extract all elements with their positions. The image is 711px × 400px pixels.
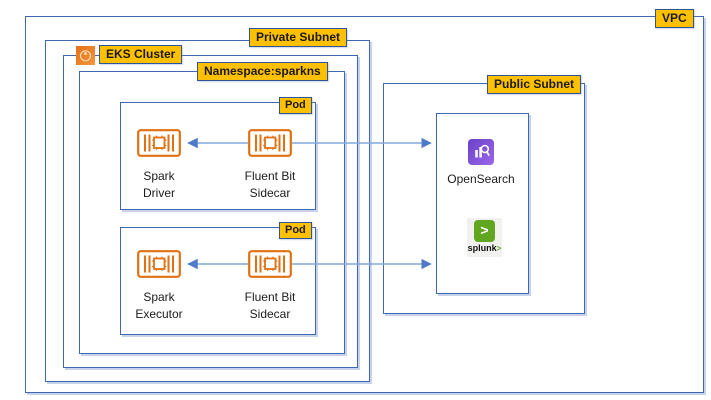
- container-icon: [248, 250, 292, 278]
- vpc-label: VPC: [655, 9, 694, 28]
- container-icon: [137, 250, 181, 278]
- eks-cluster-boundary: [63, 55, 358, 368]
- caption-line: Executor: [135, 307, 183, 321]
- pod-driver-boundary: [120, 102, 316, 210]
- opensearch-caption: OpenSearch: [436, 171, 526, 188]
- container-icon: [137, 129, 181, 157]
- caption-line: Sidecar: [249, 307, 291, 321]
- log-destinations-box: [436, 113, 529, 294]
- splunk-wordmark-chevron: >: [496, 244, 502, 253]
- vpc-boundary: [25, 16, 704, 393]
- caption-line: Driver: [143, 186, 175, 200]
- caption-line: Fluent Bit: [244, 290, 296, 304]
- caption-line: Sidecar: [249, 186, 291, 200]
- namespace-label: Namespace:sparkns: [197, 62, 328, 81]
- public-subnet-boundary: [383, 83, 585, 314]
- container-caption: Fluent Bit Sidecar: [225, 168, 315, 202]
- pod-driver-label: Pod: [279, 97, 312, 114]
- caption-line: Spark: [143, 290, 175, 304]
- container-caption: Spark Driver: [114, 168, 204, 202]
- opensearch-icon: [468, 139, 494, 165]
- splunk-wordmark-text: splunk: [467, 243, 497, 253]
- private-subnet-boundary: [45, 40, 370, 382]
- private-subnet-label: Private Subnet: [249, 28, 348, 47]
- pod-executor-label: Pod: [279, 222, 312, 239]
- eks-cluster-icon: [76, 46, 95, 65]
- eks-cluster-label: EKS Cluster: [99, 45, 183, 64]
- container-caption: Spark Executor: [114, 289, 204, 323]
- container-icon: [248, 129, 292, 157]
- public-subnet-label: Public Subnet: [487, 75, 582, 94]
- caption-line: Spark: [143, 169, 175, 183]
- container-caption: Fluent Bit Sidecar: [225, 289, 315, 323]
- pod-executor-boundary: [120, 227, 316, 335]
- splunk-chevron-badge: >: [474, 220, 495, 242]
- caption-line: Fluent Bit: [244, 169, 296, 183]
- caption-line: OpenSearch: [447, 172, 515, 186]
- splunk-wordmark: splunk>: [467, 242, 502, 255]
- splunk-icon: > splunk>: [467, 218, 502, 257]
